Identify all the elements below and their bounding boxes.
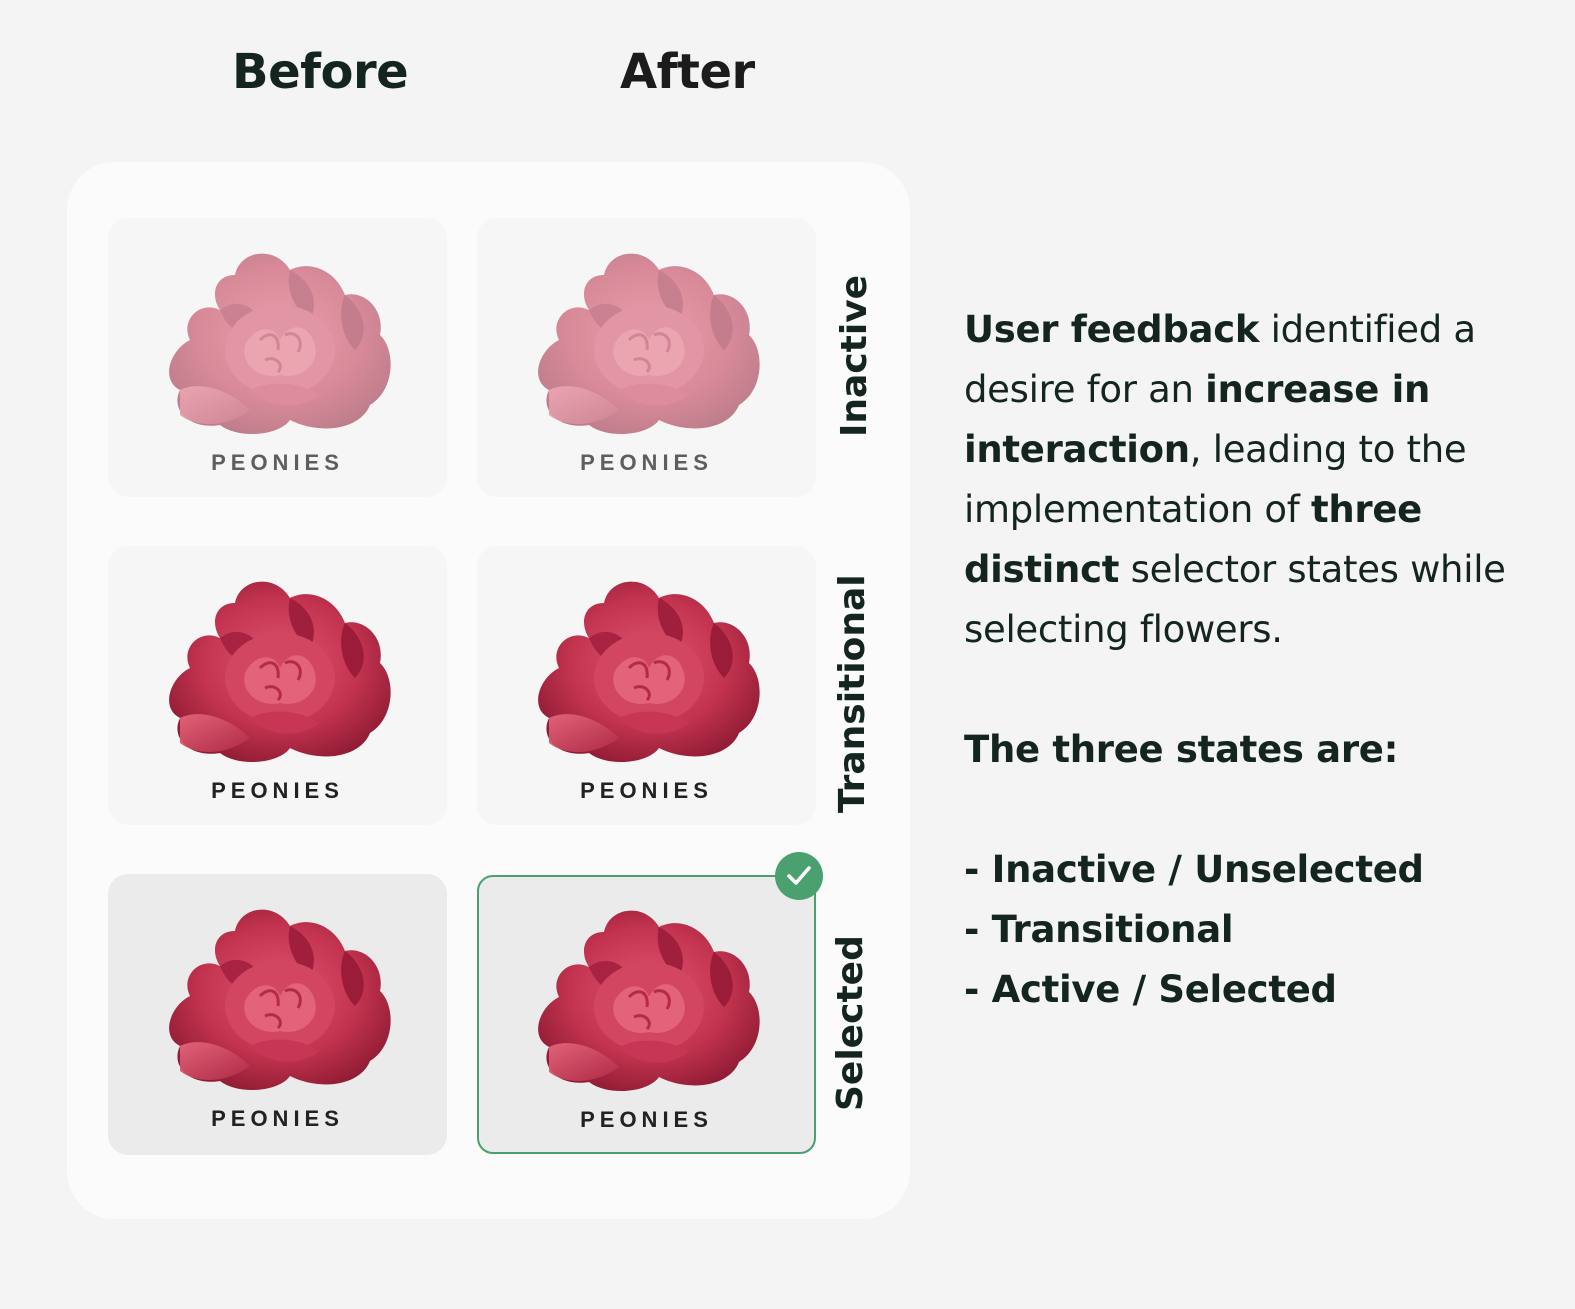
card-transitional-after[interactable]: PEONIES	[477, 546, 816, 825]
card-label: PEONIES	[211, 778, 344, 803]
bold-phrase: User feedback	[964, 308, 1260, 351]
description: User feedback identified a desire for an…	[964, 300, 1564, 1020]
before-heading: Before	[232, 44, 409, 100]
card-label: PEONIES	[580, 450, 713, 475]
text-phrase: identified a desire for an	[964, 308, 1476, 411]
state-label-inactive: Inactive	[834, 274, 875, 437]
peony-image	[529, 240, 765, 440]
text-phrase: selector states while selecting flowers.	[964, 548, 1506, 651]
card-selected-after[interactable]: PEONIES	[477, 875, 816, 1154]
peony-image	[160, 568, 396, 768]
card-label: PEONIES	[580, 778, 713, 803]
bold-phrase: increase in interaction	[964, 368, 1431, 471]
after-heading: After	[620, 44, 755, 100]
state-label-transitional: Transitional	[832, 574, 873, 813]
card-inactive-before[interactable]: PEONIES	[108, 218, 447, 497]
peony-image	[160, 240, 396, 440]
state-label-selected: Selected	[830, 935, 871, 1111]
card-transitional-before[interactable]: PEONIES	[108, 546, 447, 825]
peony-image	[529, 897, 765, 1097]
card-label: PEONIES	[580, 1107, 713, 1132]
states-list-item: - Inactive / Unselected	[964, 848, 1424, 891]
checkmark-icon	[775, 852, 823, 900]
card-label: PEONIES	[211, 1106, 344, 1131]
description-paragraph: User feedback identified a desire for an…	[964, 300, 1564, 660]
text-phrase: , leading to the implementation of	[964, 428, 1467, 531]
card-label: PEONIES	[211, 450, 344, 475]
states-intro: The three states are:	[964, 728, 1399, 771]
peony-image	[529, 568, 765, 768]
bold-phrase: three distinct	[964, 488, 1422, 591]
card-selected-before[interactable]: PEONIES	[108, 874, 447, 1155]
states-list-item: - Active / Selected	[964, 968, 1337, 1011]
card-inactive-after[interactable]: PEONIES	[477, 218, 816, 497]
peony-image	[160, 896, 396, 1096]
states-list-item: - Transitional	[964, 908, 1234, 951]
